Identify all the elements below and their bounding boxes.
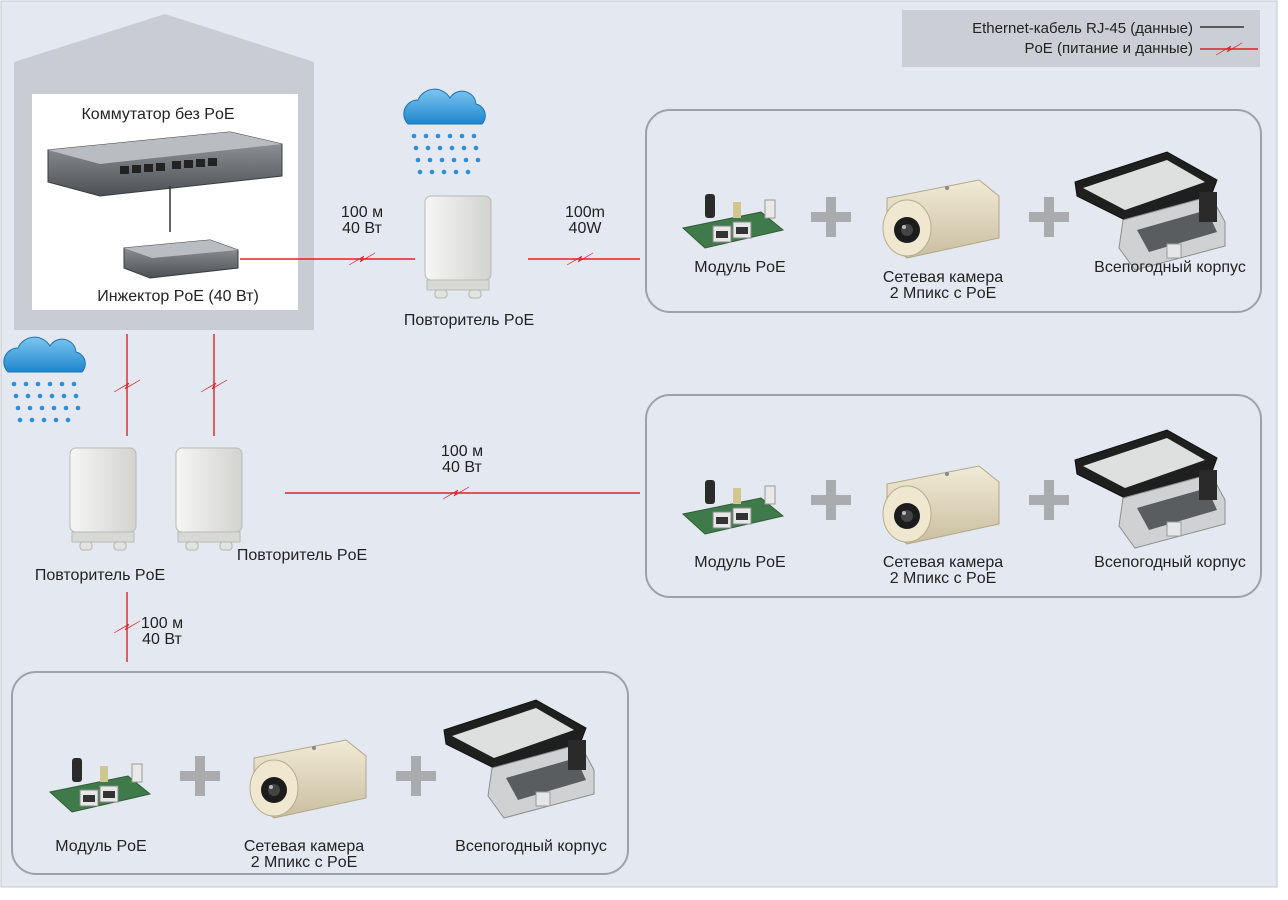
legend-ethernet-label: Ethernet-кабель RJ-45 (данные) [972,20,1193,37]
link-top-in-distance: 100 м [341,204,383,221]
link-top-in-power: 40 Вт [342,220,382,237]
legend: Ethernet-кабель RJ-45 (данные) PoE (пита… [902,10,1260,67]
repeater-top-label: Повторитель PoE [404,312,534,329]
kit3-housing-label: Всепогодный корпус [455,838,607,855]
kit1-camera-label-line1: Сетевая камера [883,269,1003,286]
link-middle-power: 40 Вт [442,459,482,476]
link-bottom-distance: 100 м [141,615,183,632]
link-middle-distance: 100 м [441,443,483,460]
kit2-camera-label-line1: Сетевая камера [883,554,1003,571]
repeater-right-device [175,447,243,551]
repeater-left-label: Повторитель PoE [35,567,165,584]
link-top-out-power: 40W [569,220,603,237]
kit2-module-label: Модуль PoE [694,554,785,571]
switch-label: Коммутатор без PoE [81,106,234,123]
kit1-camera-label-line2: 2 Мпикс с PoE [890,285,997,302]
link-top-out-distance: 100m [565,204,605,221]
camera-kit-2: Модуль PoE Сетевая камера 2 Мпикс с PoE … [645,394,1262,598]
switch-device [47,131,283,197]
kit2-camera-label-line2: 2 Мпикс с PoE [890,570,997,587]
repeater-top-device [424,195,492,299]
link-bottom-power: 40 Вт [142,631,182,648]
camera-kit-1: Модуль PoE Сетевая камера 2 Мпикс с PoE … [645,109,1262,313]
repeater-left-device [69,447,137,551]
kit1-module-label: Модуль PoE [694,259,785,276]
injector-device [123,239,239,279]
kit3-camera-label-line2: 2 Мпикс с PoE [251,854,358,871]
kit1-housing-label: Всепогодный корпус [1094,259,1246,276]
kit3-module-label: Модуль PoE [55,838,146,855]
legend-poe-label: PoE (питание и данные) [1024,40,1193,57]
kit3-camera-label-line1: Сетевая камера [244,838,364,855]
injector-label: Инжектор PoE (40 Вт) [97,288,259,305]
camera-kit-3: Модуль PoE Сетевая камера 2 Мпикс с PoE … [11,671,629,875]
repeater-right-label: Повторитель PoE [237,547,367,564]
kit2-housing-label: Всепогодный корпус [1094,554,1246,571]
